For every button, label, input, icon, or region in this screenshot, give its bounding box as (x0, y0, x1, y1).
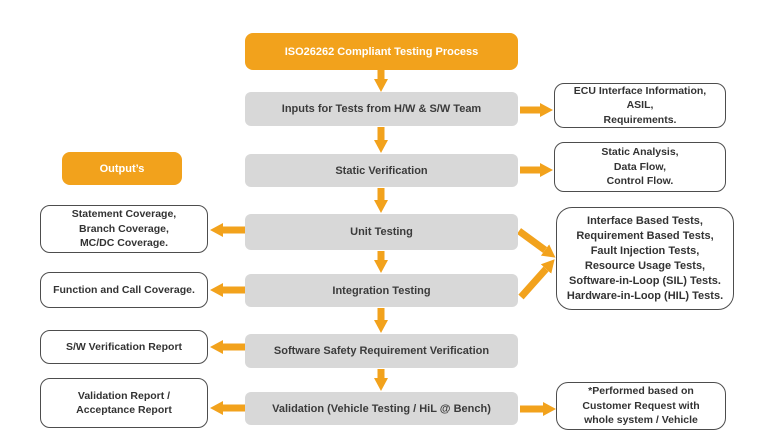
note-test-types: Interface Based Tests, Requirement Based… (556, 207, 734, 310)
outputs-label-box: Output’s (62, 152, 182, 185)
arrow-unit-to-tests-note (516, 228, 556, 258)
note-ecu-interface-asil-requirements: ECU Interface Information, ASIL, Require… (554, 83, 726, 128)
arrow-integration-to-tests-note (518, 259, 555, 300)
title-box: ISO26262 Compliant Testing Process (245, 33, 518, 70)
note-sw-verification-report: S/W Verification Report (40, 330, 208, 364)
step-integration-testing: Integration Testing (245, 274, 518, 307)
step-static-verification: Static Verification (245, 154, 518, 187)
step-inputs-for-tests: Inputs for Tests from H/W & S/W Team (245, 92, 518, 126)
note-function-call-coverage: Function and Call Coverage. (40, 272, 208, 308)
note-statement-branch-mcdc-coverage: Statement Coverage, Branch Coverage, MC/… (40, 205, 208, 253)
note-validation-acceptance-report: Validation Report / Acceptance Report (40, 378, 208, 428)
note-performed-on-customer-request: *Performed based on Customer Request wit… (556, 382, 726, 430)
note-static-analysis-data-control-flow: Static Analysis, Data Flow, Control Flow… (554, 142, 726, 192)
step-unit-testing: Unit Testing (245, 214, 518, 250)
step-software-safety-requirement-verification: Software Safety Requirement Verification (245, 334, 518, 368)
step-validation: Validation (Vehicle Testing / HiL @ Benc… (245, 392, 518, 425)
